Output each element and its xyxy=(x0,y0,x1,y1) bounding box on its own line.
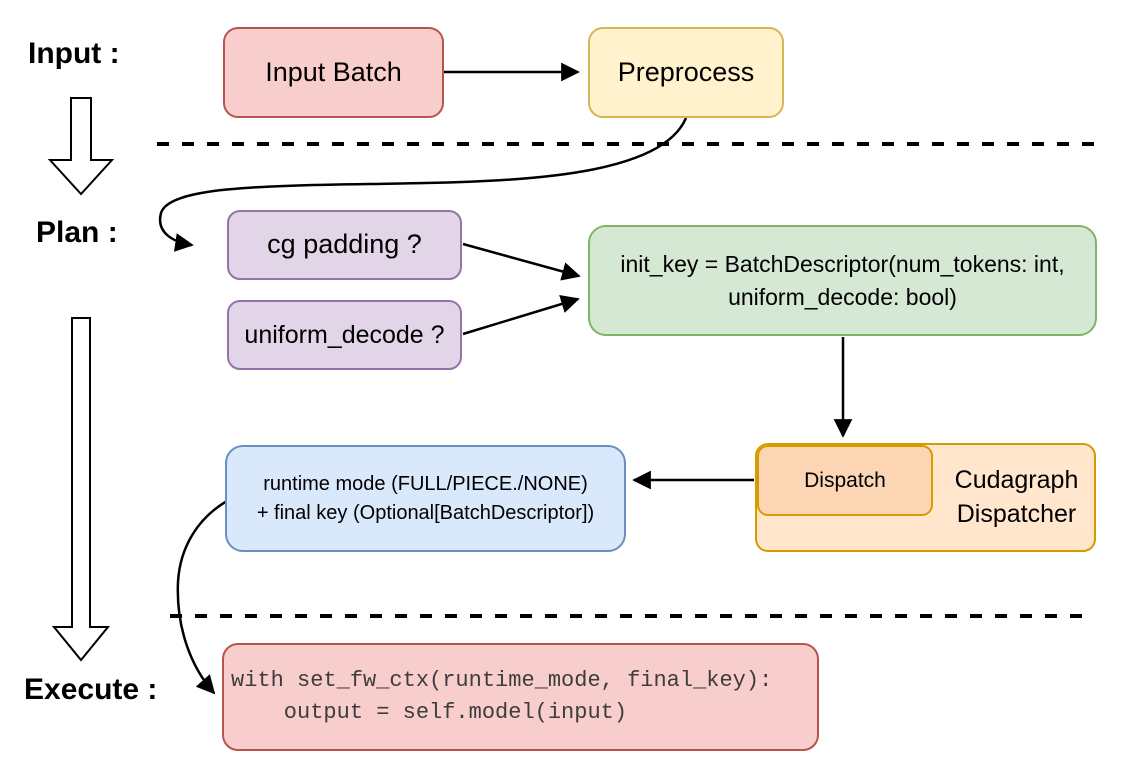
node-cudagraph-dispatcher-line2: Dispatcher xyxy=(956,499,1077,528)
node-uniform-decode-label: uniform_decode ? xyxy=(244,320,445,349)
arrow-preprocess-to-cgpadding xyxy=(158,117,688,252)
node-runtime-mode: runtime mode (FULL/PIECE./NONE) + final … xyxy=(225,445,626,552)
node-cudagraph-dispatcher-line1: Cudagraph xyxy=(954,465,1079,494)
node-cg-padding-label: cg padding ? xyxy=(267,229,422,260)
node-init-key-line2: uniform_decode: bool) xyxy=(728,283,957,310)
stage-label-plan: Plan : xyxy=(36,216,118,249)
node-cudagraph-dispatcher-title: Cudagraph Dispatcher xyxy=(935,445,1098,550)
node-runtime-mode-line1: runtime mode (FULL/PIECE./NONE) xyxy=(263,472,588,495)
node-execute-code: with set_fw_ctx(runtime_mode, final_key)… xyxy=(222,643,819,751)
arrow-cgpadding-to-initkey xyxy=(462,242,581,281)
node-execute-code-line2: output = self.model(input) xyxy=(231,700,628,725)
down-arrow-icon-input-to-plan xyxy=(47,97,115,196)
stage-label-input: Input : xyxy=(28,37,120,70)
stage-label-execute: Execute : xyxy=(24,673,158,706)
node-dispatch: Dispatch xyxy=(757,445,933,516)
down-arrow-icon-plan-to-execute xyxy=(51,317,111,662)
node-execute-code-line1: with set_fw_ctx(runtime_mode, final_key)… xyxy=(231,668,773,694)
node-dispatch-label: Dispatch xyxy=(804,468,886,492)
node-input-batch-label: Input Batch xyxy=(265,56,402,87)
node-init-key-line1: init_key = BatchDescriptor(num_tokens: i… xyxy=(620,251,1065,278)
node-cg-padding: cg padding ? xyxy=(227,210,462,280)
arrow-uniformdecode-to-initkey xyxy=(462,294,580,336)
node-init-key: init_key = BatchDescriptor(num_tokens: i… xyxy=(588,225,1097,336)
node-uniform-decode: uniform_decode ? xyxy=(227,300,462,370)
node-preprocess-label: Preprocess xyxy=(617,56,755,87)
node-runtime-mode-line2: + final key (Optional[BatchDescriptor]) xyxy=(256,501,595,524)
arrow-runtime-to-code xyxy=(176,499,228,695)
node-preprocess: Preprocess xyxy=(588,27,784,118)
node-input-batch: Input Batch xyxy=(223,27,444,118)
